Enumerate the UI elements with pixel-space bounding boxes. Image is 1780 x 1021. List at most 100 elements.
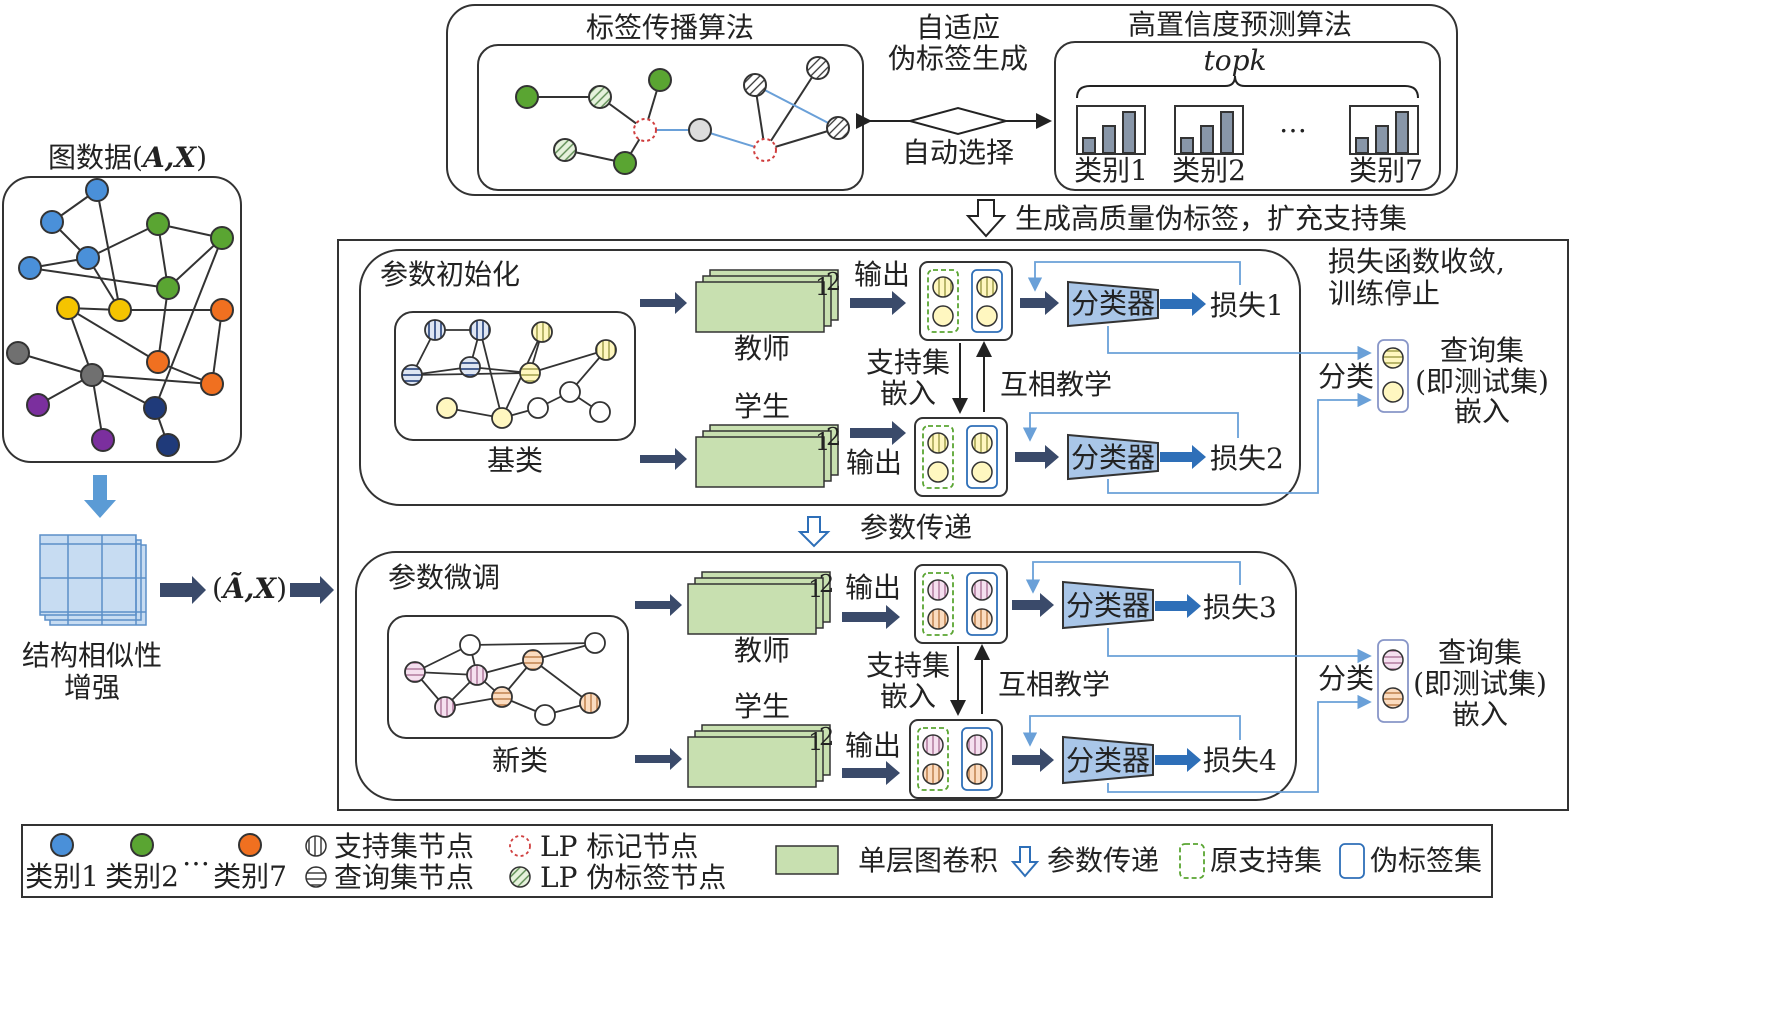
lp-box bbox=[477, 44, 864, 191]
to-loss-arrow bbox=[1160, 292, 1206, 316]
loss4-feedback bbox=[1022, 715, 1241, 747]
to-student-arrow bbox=[640, 448, 687, 470]
top-panel: 标签传播算法 自适应 伪标签生成 bbox=[446, 4, 1458, 196]
novel-graph bbox=[404, 632, 606, 726]
generate-arrow: 生成高质量伪标签，扩充支持集 bbox=[965, 199, 1407, 238]
select-diamond bbox=[906, 106, 1010, 136]
topk-brace bbox=[1076, 75, 1419, 99]
converge-line1: 损失函数收敛, bbox=[1328, 245, 1505, 278]
teacher-label-finetune: 教师 bbox=[734, 634, 790, 667]
enhance-line1: 结构相似性 bbox=[22, 639, 162, 672]
legend-orig-support: 原支持集 bbox=[1210, 844, 1322, 877]
graph-title-pre: 图数据( bbox=[48, 141, 143, 174]
legend-support-icon bbox=[305, 835, 327, 857]
student-layers-init: 1 2 bbox=[695, 423, 841, 488]
support-line1-finetune: 支持集 bbox=[866, 649, 950, 682]
output-arrow bbox=[850, 291, 906, 315]
legend-orig-support-icon bbox=[1179, 843, 1205, 879]
base-label: 基类 bbox=[487, 444, 543, 477]
classifier4-shape bbox=[1062, 735, 1154, 785]
legend-lp-marked-icon bbox=[509, 835, 531, 857]
tilde-pre: ( bbox=[212, 572, 223, 605]
legend-gcn: 单层图卷积 bbox=[858, 844, 998, 877]
query-line2-init: (即测试集) bbox=[1415, 365, 1549, 398]
svg-text:(Ã,X): (Ã,X) bbox=[212, 572, 287, 605]
classifier3: 分类器 bbox=[1066, 589, 1150, 622]
classify-line-top bbox=[1107, 628, 1372, 664]
base-graph bbox=[401, 319, 617, 429]
layer-num-2: 2 bbox=[826, 423, 841, 451]
output-arrow bbox=[850, 421, 906, 445]
legend-query-icon bbox=[305, 866, 327, 888]
classify-line-top bbox=[1107, 326, 1372, 361]
teacher-embed-finetune bbox=[914, 564, 1008, 644]
to-teacher-arrow bbox=[640, 292, 687, 314]
classifier2: 分类器 bbox=[1071, 441, 1155, 474]
query-embed-init bbox=[1377, 339, 1409, 413]
down-arrow-blue bbox=[84, 475, 116, 518]
to-loss-arrow bbox=[1155, 748, 1201, 772]
support-line2-init: 嵌入 bbox=[880, 377, 936, 410]
classifier1-shape bbox=[1067, 280, 1159, 328]
teacher-label-init: 教师 bbox=[734, 332, 790, 365]
finetune-title: 参数微调 bbox=[388, 561, 500, 594]
query-line1-init: 查询集 bbox=[1440, 334, 1524, 367]
loss2-feedback bbox=[1022, 412, 1239, 442]
legend-transfer-icon bbox=[1010, 846, 1040, 878]
student-label-init: 学生 bbox=[734, 390, 790, 423]
layer-num-1: 1 bbox=[808, 728, 823, 756]
legend-support: 支持集节点 bbox=[334, 830, 474, 863]
transfer-arrow bbox=[797, 516, 831, 548]
to-classifier-arrow bbox=[1012, 748, 1054, 772]
query-line1-finetune: 查询集 bbox=[1438, 636, 1522, 669]
loss1-feedback bbox=[1027, 261, 1241, 292]
teacher-layers-finetune: 1 2 bbox=[687, 570, 834, 635]
finetune-stage: 参数微调 新类 bbox=[355, 551, 1372, 801]
output-bottom-finetune: 输出 bbox=[845, 729, 901, 762]
init-stage: 参数初始化 bbox=[359, 249, 1372, 506]
init-title: 参数初始化 bbox=[380, 258, 520, 291]
lp-title: 标签传播算法 bbox=[586, 11, 754, 44]
hc-cat1: 类别1 bbox=[1074, 154, 1148, 187]
classifier1: 分类器 bbox=[1071, 287, 1155, 320]
framework-box bbox=[337, 239, 1569, 811]
legend-dots: … bbox=[182, 839, 210, 872]
to-classifier-arrow bbox=[1015, 445, 1059, 469]
legend-lp-marked: LP 标记节点 bbox=[540, 830, 698, 863]
legend-cat2: 类别2 bbox=[105, 860, 179, 893]
arrow-to-tilde bbox=[160, 576, 206, 604]
classifier2-shape bbox=[1067, 433, 1159, 481]
output-arrow bbox=[842, 605, 900, 629]
to-loss-arrow bbox=[1155, 594, 1201, 618]
teacher-layers-init: 1 2 bbox=[695, 268, 841, 333]
to-teacher-arrow bbox=[635, 594, 682, 616]
adaptive-line2: 伪标签生成 bbox=[888, 42, 1028, 75]
output-bottom-init: 输出 bbox=[846, 446, 902, 479]
graph-title-var: A,X bbox=[140, 141, 197, 174]
to-student-arrow bbox=[635, 748, 682, 770]
classifier4: 分类器 bbox=[1066, 744, 1150, 777]
auto-select: 自动选择 bbox=[902, 136, 1014, 169]
novel-graph-box bbox=[387, 615, 629, 739]
output-arrow bbox=[842, 761, 900, 785]
graph-data-panel: 图数据(A,X) bbox=[2, 141, 334, 704]
hc-cat2: 类别2 bbox=[1172, 154, 1246, 187]
tilde-var: Ã,X bbox=[220, 572, 277, 605]
classify-line-bottom bbox=[1107, 694, 1372, 793]
layer-num-2: 2 bbox=[819, 723, 834, 751]
legend-gcn-icon bbox=[775, 845, 839, 875]
layer-num-1: 1 bbox=[815, 428, 830, 456]
legend-cat1: 类别1 bbox=[25, 860, 99, 893]
support-line1-init: 支持集 bbox=[866, 346, 950, 379]
adaptive-line1: 自适应 bbox=[916, 11, 1000, 44]
layer-num-1: 1 bbox=[815, 273, 830, 301]
student-embed-finetune bbox=[909, 719, 1003, 799]
hc-dots: … bbox=[1279, 106, 1307, 139]
generate-text: 生成高质量伪标签，扩充支持集 bbox=[1015, 202, 1407, 235]
bar-groups bbox=[1076, 105, 1419, 155]
layer-num-2: 2 bbox=[819, 570, 834, 598]
input-graph bbox=[6, 178, 234, 457]
classify-finetune: 分类 bbox=[1318, 662, 1374, 695]
legend-cat1-dot bbox=[50, 833, 74, 857]
